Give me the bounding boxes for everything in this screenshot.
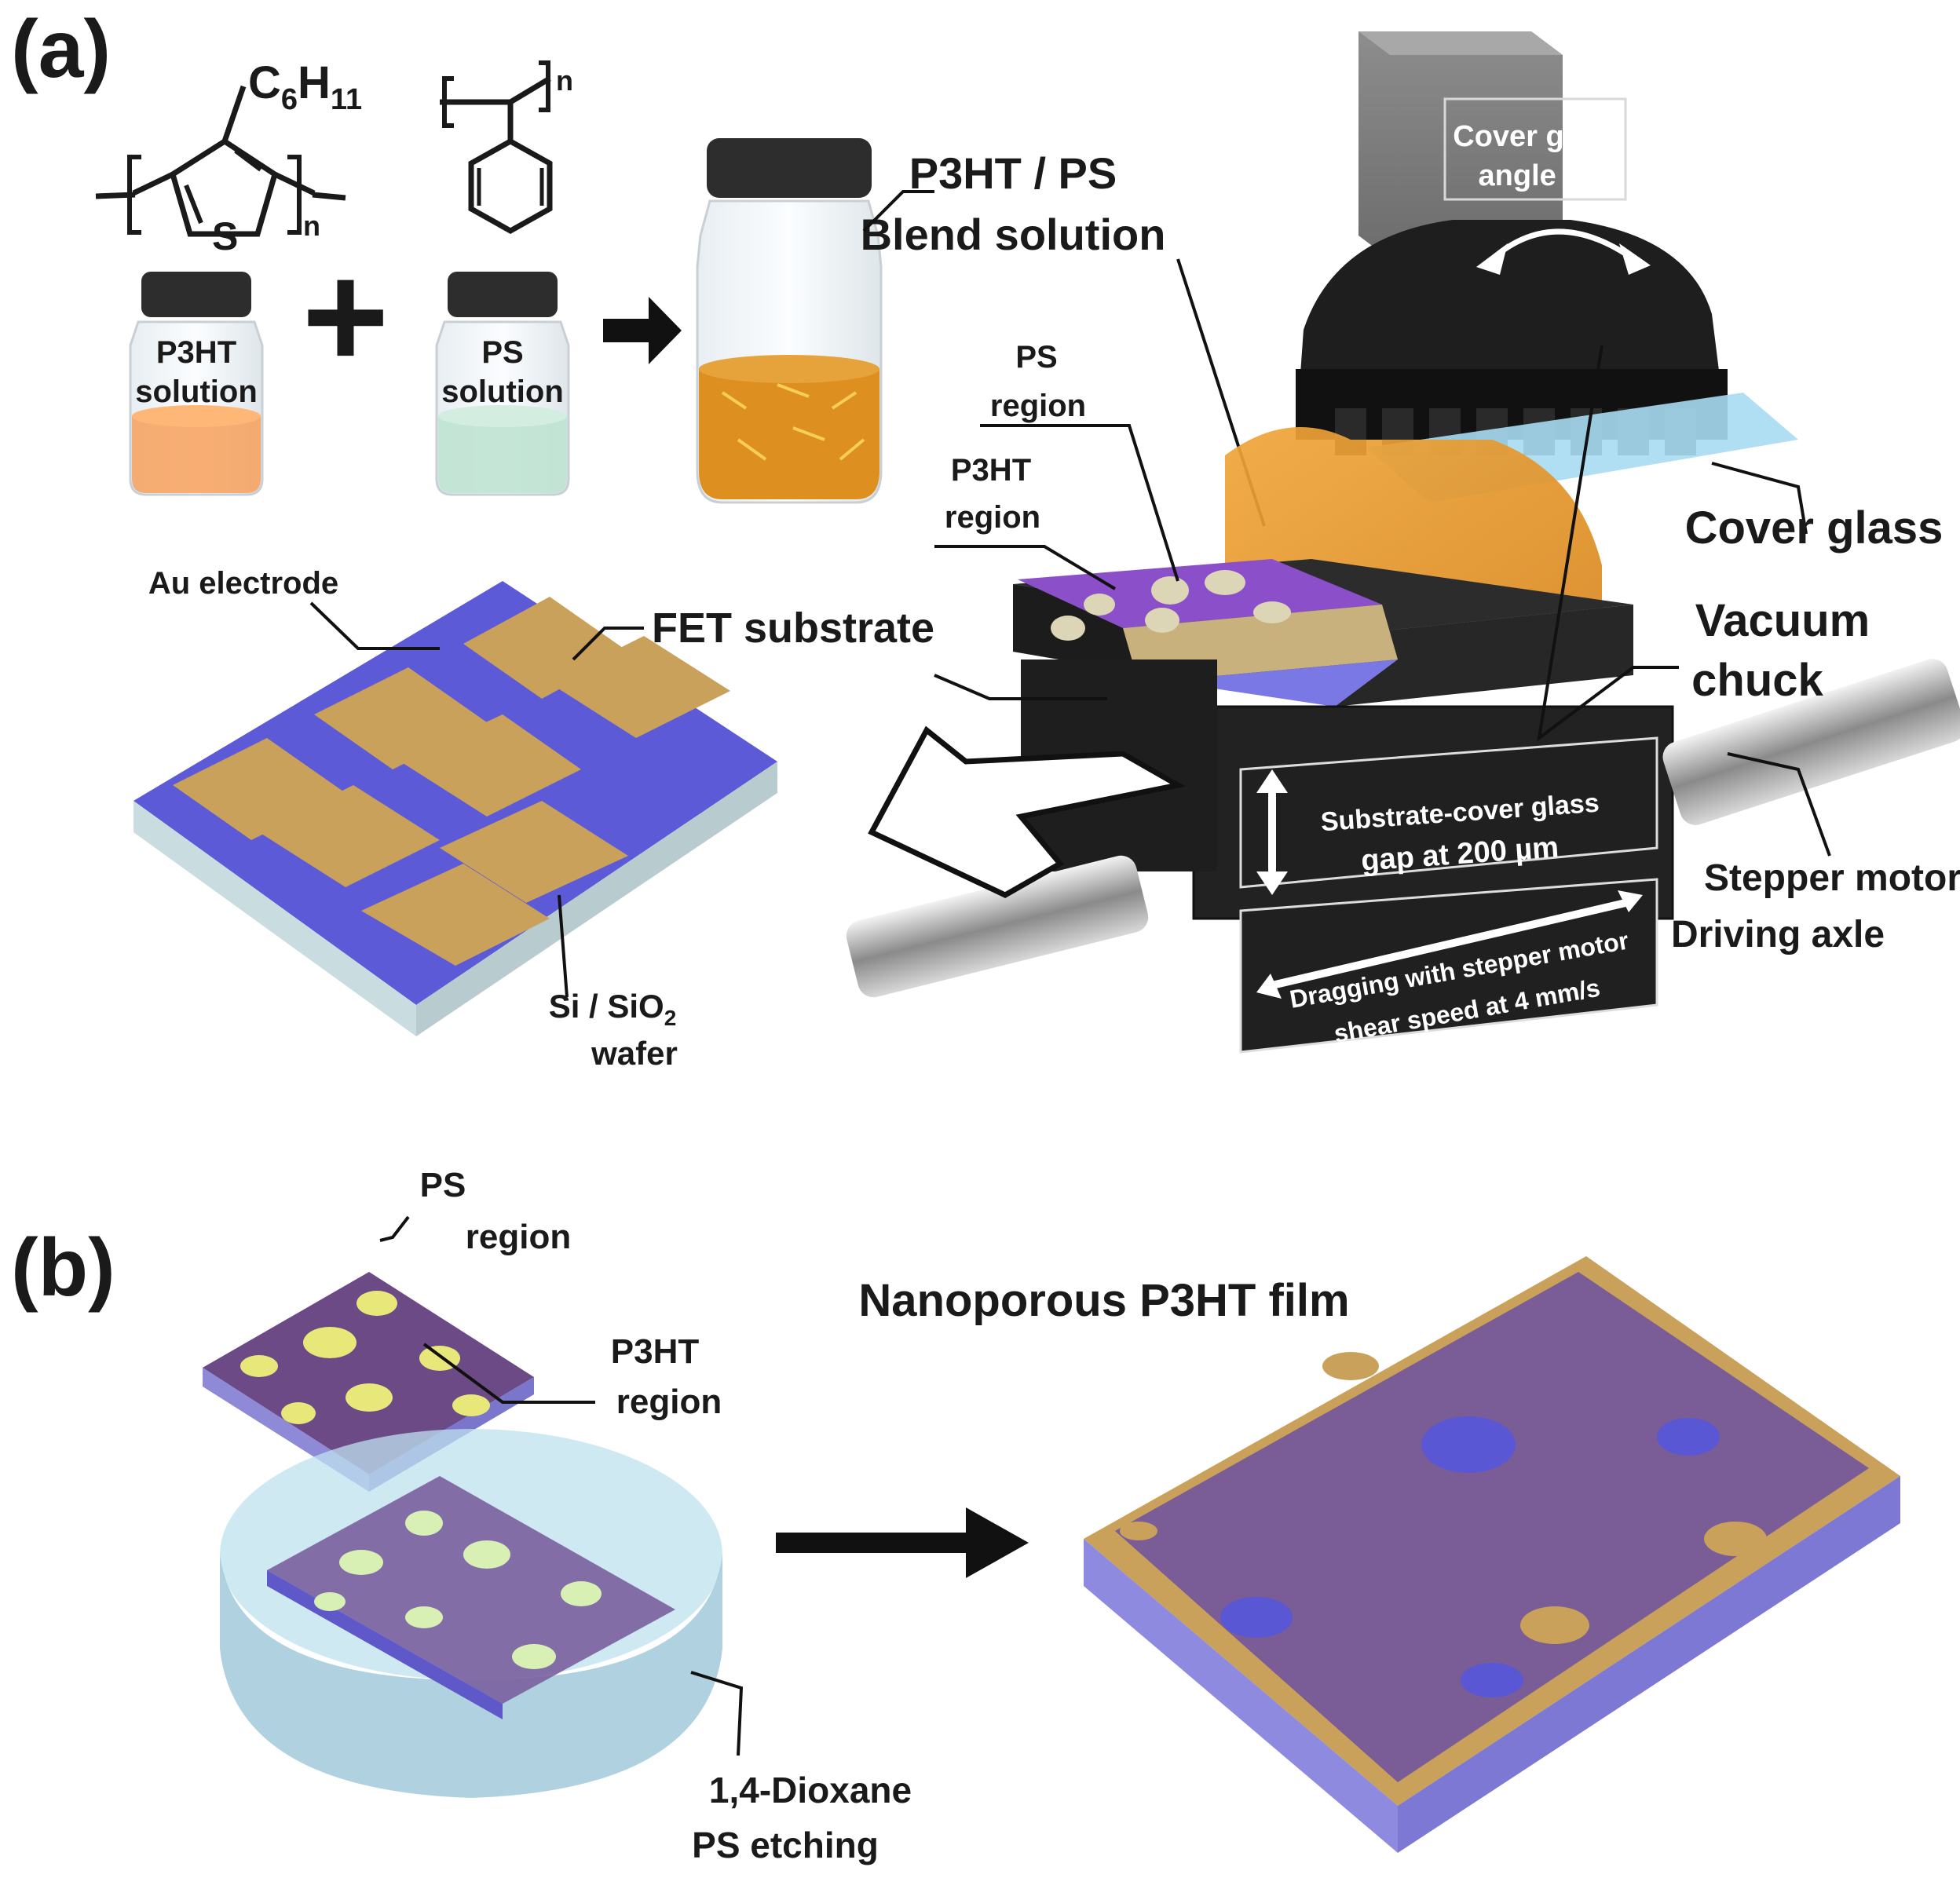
screw-axle-lower: [846, 855, 1149, 998]
p3ht-vial-label-1: P3HT: [156, 335, 236, 370]
cover-glass-angle-degree: °: [1591, 146, 1602, 176]
dioxane-leader: [690, 1671, 744, 1756]
vacuum-leader: [1537, 345, 1679, 742]
etching-dish: [220, 1429, 722, 1798]
ps-region-label-b-1: PS: [420, 1166, 466, 1204]
p3ht-side-chain: C6H11: [248, 57, 362, 116]
p3ht-region-label-1: P3HT: [951, 453, 1031, 488]
ps-region-label-2: region: [990, 389, 1086, 423]
au-electrode-leader: [309, 601, 440, 650]
p3ht-region-leader-a: [934, 545, 1117, 590]
p3ht-region-label-b-2: region: [616, 1383, 722, 1421]
p3ht-repeat-n: n: [303, 210, 320, 242]
cover-glass-angle-label-1: Cover glass: [1453, 120, 1622, 153]
mix-arrow: [603, 297, 682, 364]
fet-substrate-label: FET substrate: [652, 605, 934, 652]
nanoporous-film: [1084, 1256, 1900, 1853]
shear-head: Cover glass angle 6 °: [1296, 31, 1728, 455]
ps-region-label-b-2: region: [466, 1218, 571, 1256]
wafer-leader: [558, 894, 569, 998]
au-electrode-label: Au electrode: [148, 566, 338, 601]
cover-glass-label: Cover glass: [1685, 502, 1944, 554]
ps-vial-label-1: PS: [481, 335, 523, 370]
dioxane-label-2: PS etching: [692, 1825, 879, 1865]
vacuum-label-2: chuck: [1691, 655, 1823, 706]
thiophene-sulfur: S: [212, 214, 238, 258]
cover-glass-angle-label-2: angle 6: [1479, 159, 1582, 192]
drag-direction-arrow: [868, 725, 1186, 898]
gap-info-box: Substrate-cover glass gap at 200 µm: [1239, 736, 1658, 895]
dioxane-label-1: 1,4-Dioxane: [709, 1770, 912, 1810]
ps-region-label-1: PS: [1015, 340, 1057, 375]
wafer-label-2: wafer: [591, 1035, 678, 1072]
ps-vial: PS solution: [435, 272, 570, 496]
fet-substrate-leader: [572, 627, 644, 661]
p3ht-vial: P3HT solution: [129, 272, 264, 496]
p3ht-region-label-2: region: [945, 500, 1040, 535]
blend-label-2: Blend solution: [861, 210, 1166, 259]
stepper-label-1: Stepper motor: [1704, 857, 1960, 899]
drag-info-box: Dragging with stepper motor shear speed …: [1239, 878, 1658, 1054]
plus-sign: +: [302, 233, 389, 400]
p3ht-region-label-b-1: P3HT: [611, 1332, 700, 1371]
fet-stage-leader: [934, 674, 1107, 700]
fet-substrate: [133, 581, 777, 1036]
ps-region-leader-b: [379, 1215, 410, 1242]
p3ht-vial-label-2: solution: [135, 375, 258, 409]
cover-glass-leader: [1711, 462, 1808, 535]
ps-region-leader-a: [980, 424, 1179, 582]
ps-vial-label-2: solution: [441, 375, 564, 409]
stepper-label-2: Driving axle: [1671, 914, 1885, 955]
screw-axle-upper: [1662, 659, 1960, 825]
panel-a-tag: (a): [11, 4, 111, 95]
nanoporous-title: Nanoporous P3HT film: [858, 1275, 1349, 1326]
p3ht-structure: S n C6H11: [95, 57, 362, 258]
ps-structure: n: [440, 60, 573, 235]
etching-arrow: [776, 1507, 1029, 1578]
ps-repeat-n: n: [556, 64, 573, 97]
blend-leader: [862, 190, 934, 232]
blend-jar: [696, 138, 883, 504]
blend-label-1: P3HT / PS: [909, 148, 1117, 198]
stepper-leader: [1727, 752, 1831, 857]
p3ht-region-leader-b: [422, 1343, 595, 1404]
vacuum-label-1: Vacuum: [1695, 595, 1870, 646]
panel-b-tag: (b): [11, 1222, 115, 1314]
